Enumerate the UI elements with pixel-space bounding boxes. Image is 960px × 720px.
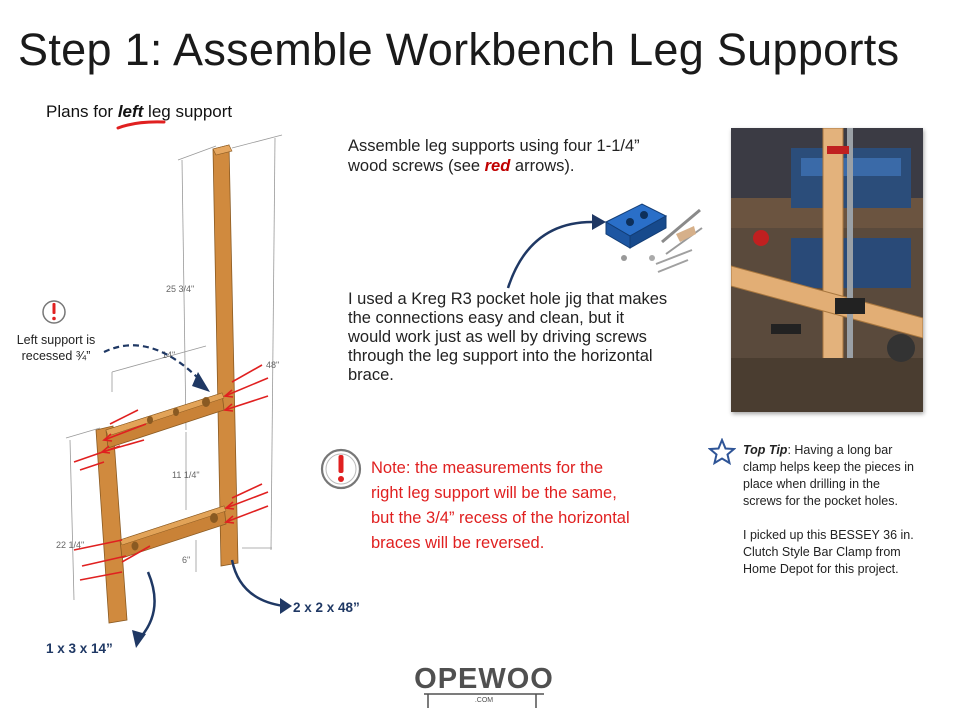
page-title: Step 1: Assemble Workbench Leg Supports — [18, 24, 900, 75]
recess-arrowhead — [192, 372, 210, 392]
plans-label: Plans for left leg support — [46, 102, 233, 121]
tip-clamp-text: I picked up this BESSEY 36 in. Clutch St… — [743, 528, 914, 576]
dimension-lines — [65, 134, 283, 601]
copewood-logo: COPEWOOD .COM — [414, 663, 554, 708]
tip-label: Top Tip — [743, 443, 788, 457]
kreg-jig-image — [604, 203, 703, 273]
instructions-paragraph: Assemble leg supports using four 1-1/4” … — [348, 137, 640, 175]
lower-horizontal-brace — [119, 505, 227, 559]
dim-middle: 11 1/4" — [172, 470, 200, 480]
dim-total-height: 48" — [266, 360, 279, 370]
kreg-pointer-arrow — [506, 214, 606, 289]
brace-dimension-label: 1 x 3 x 14” — [46, 641, 113, 656]
brace-label-arrow — [137, 571, 156, 641]
upper-horizontal-brace — [105, 392, 225, 449]
short-vertical-brace — [95, 425, 128, 624]
kreg-paragraph: I used a Kreg R3 pocket hole jig that ma… — [348, 290, 668, 384]
dim-brace-length: 14" — [162, 350, 175, 360]
dim-left-height: 22 1/4" — [56, 540, 84, 550]
red-emphasis: red — [484, 157, 511, 175]
plans-emphasis: left — [117, 102, 144, 121]
recess-dashed-arrow — [103, 344, 201, 381]
star-outline-icon — [708, 438, 736, 466]
dim-bottom: 6" — [182, 555, 190, 565]
svg-text:COPEWOOD: COPEWOOD — [414, 663, 554, 695]
right-leg-note: Note: the measurements for the right leg… — [371, 459, 630, 552]
leg-support-diagram: 25 3/4" 14" 48" 11 1/4" 22 1/4" 6" — [42, 134, 292, 648]
exclamation-icon — [320, 448, 362, 490]
workbench-photo — [731, 128, 923, 412]
leg-label-arrow — [230, 559, 285, 608]
recess-note: Left support is recessed ¾” — [16, 333, 96, 363]
vertical-leg-2x2 — [212, 144, 239, 567]
svg-text:.COM: .COM — [475, 697, 493, 704]
exclamation-icon — [42, 300, 66, 324]
handdrawn-underline — [116, 120, 166, 130]
top-tip: Top Tip: Having a long bar clamp helps k… — [743, 443, 914, 576]
red-screw-arrows — [73, 364, 269, 581]
dim-upper: 25 3/4" — [166, 284, 194, 294]
leg-dimension-label: 2 x 2 x 48” — [293, 600, 360, 615]
